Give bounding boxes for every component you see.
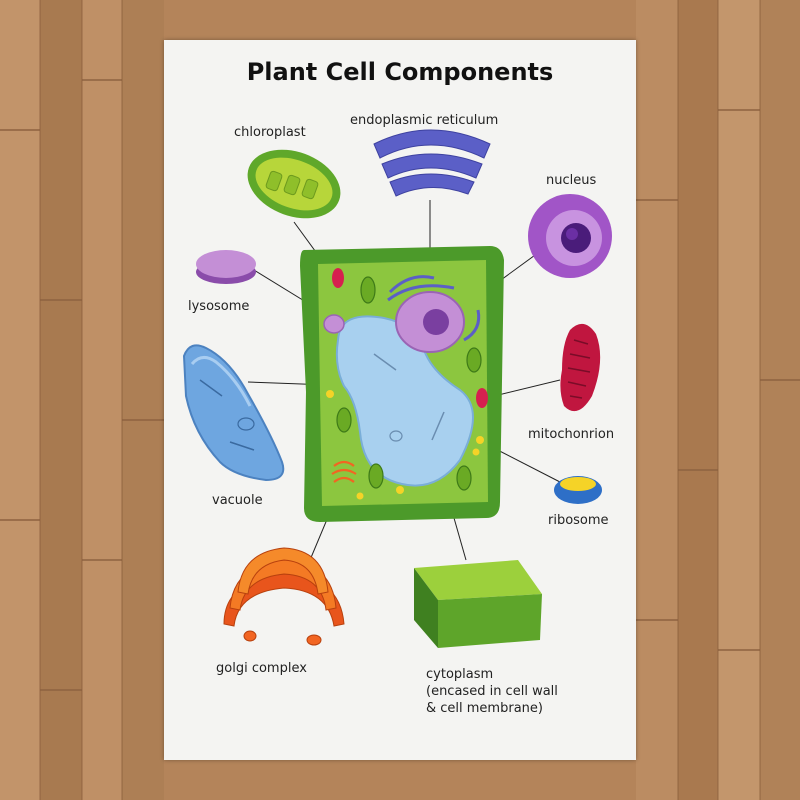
label-vacuole: vacuole	[212, 493, 263, 508]
label-nucleus: nucleus	[546, 173, 597, 188]
vacuole-organelle	[182, 344, 285, 482]
chloroplast-organelle	[247, 149, 341, 219]
er-in-cell	[387, 275, 481, 342]
ribosome-organelle	[554, 476, 602, 504]
label-endoplasmic-reticulum: endoplasmic reticulum	[350, 113, 499, 128]
label-cytoplasm-line-3: & cell membrane)	[426, 701, 543, 716]
label-lysosome: lysosome	[188, 299, 250, 314]
mito-in-cell-2	[476, 388, 488, 408]
nucleus-organelle	[528, 194, 612, 278]
plant-cell	[300, 246, 504, 522]
cytoplasm-block	[414, 560, 542, 648]
lysosome-in-cell	[323, 314, 345, 334]
lysosome-organelle	[196, 250, 256, 284]
mitochondrion-organelle	[560, 323, 601, 412]
mito-in-cell-1	[332, 268, 344, 288]
golgi-in-cell	[331, 460, 357, 483]
label-cytoplasm-line-2: (encased in cell wall	[426, 684, 558, 699]
label-ribosome: ribosome	[548, 513, 609, 528]
label-chloroplast: chloroplast	[234, 125, 306, 140]
endoplasmic-reticulum-organelle	[373, 129, 491, 197]
poster-title: Plant Cell Components	[246, 58, 554, 86]
label-cytoplasm-line-1: cytoplasm	[426, 667, 494, 682]
label-mitochondrion: mitochonrion	[528, 427, 615, 442]
poster: Plant Cell Components chloroplast endopl…	[164, 40, 636, 760]
golgi-complex-organelle	[223, 547, 345, 646]
plant-cell-diagram	[182, 129, 612, 648]
nucleolus	[423, 309, 449, 335]
label-cytoplasm: cytoplasm (encased in cell wall & cell m…	[426, 666, 558, 717]
label-golgi-complex: golgi complex	[216, 661, 307, 676]
